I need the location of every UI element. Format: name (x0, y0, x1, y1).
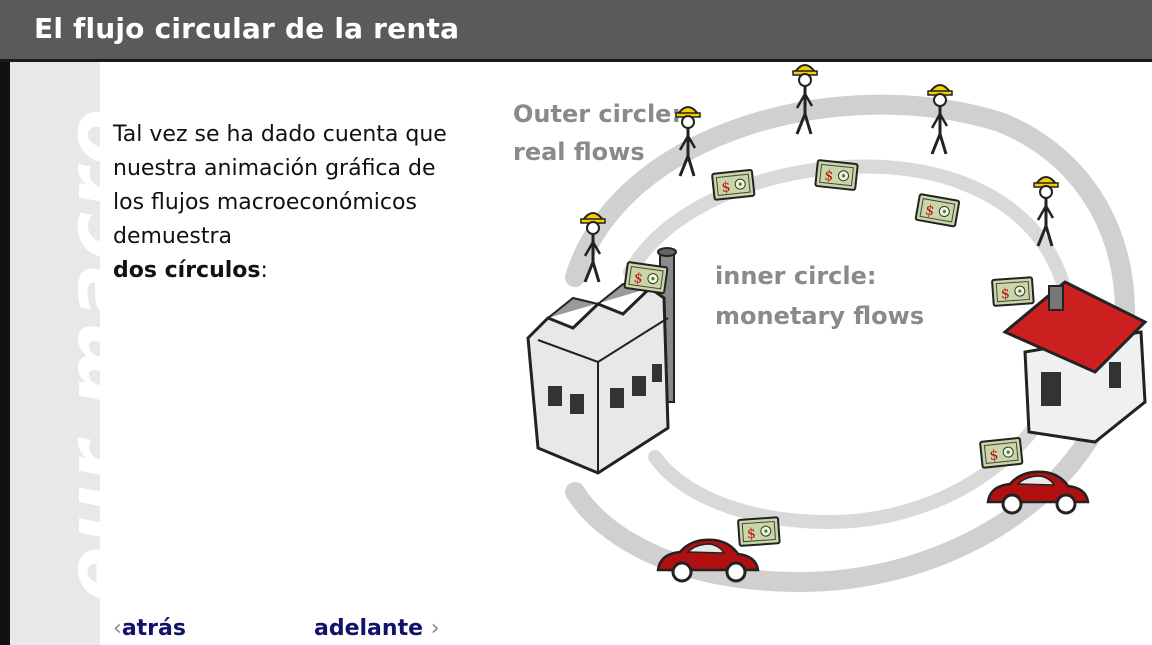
outer-circle-sublabel: real flows (513, 138, 645, 166)
svg-text:$: $ (1000, 286, 1010, 303)
worker-icon (791, 63, 819, 136)
inner-circle-label: inner circle: (715, 262, 876, 290)
svg-text:$: $ (989, 447, 1000, 464)
money-bill-icon: $ (623, 261, 669, 295)
intro-text: Tal vez se ha dado cuenta que nuestra an… (113, 122, 447, 249)
money-bill-icon: $ (814, 159, 859, 192)
sidebar-brand-strip: eur macro (0, 62, 100, 645)
money-bill-icon: $ (979, 436, 1024, 469)
factory-icon (526, 247, 677, 475)
page-title: El flujo circular de la renta (34, 12, 460, 45)
svg-text:$: $ (746, 526, 756, 543)
money-bill-icon: $ (991, 276, 1035, 307)
svg-text:$: $ (924, 202, 936, 219)
inner-flow-ring (623, 159, 1078, 530)
money-bill-icon: $ (914, 193, 961, 228)
chevron-right-icon: › (430, 616, 440, 641)
intro-paragraph: Tal vez se ha dado cuenta que nuestra an… (113, 118, 473, 288)
circular-flow-diagram: Outer circle: real flows inner circle: m… (513, 63, 1148, 593)
svg-text:$: $ (824, 168, 835, 185)
intro-suffix: : (260, 258, 268, 283)
brand-logo-text: eur macro (49, 105, 100, 602)
svg-text:$: $ (633, 270, 644, 287)
header-bar: El flujo circular de la renta (0, 0, 1152, 62)
inner-circle-sublabel: monetary flows (715, 302, 924, 330)
back-label: atrás (121, 616, 186, 641)
chevron-left-icon: ‹ (113, 616, 122, 641)
back-link[interactable]: ‹atrás (113, 616, 186, 641)
money-bill-icon: $ (711, 168, 756, 201)
svg-text:$: $ (721, 179, 732, 196)
money-bill-icon: $ (737, 516, 781, 547)
house-icon (1002, 280, 1148, 444)
outer-circle-label: Outer circle: (513, 100, 681, 128)
next-label: adelante (314, 616, 424, 641)
intro-emphasis: dos círculos (113, 258, 261, 283)
next-link[interactable]: adelante › (314, 616, 440, 641)
